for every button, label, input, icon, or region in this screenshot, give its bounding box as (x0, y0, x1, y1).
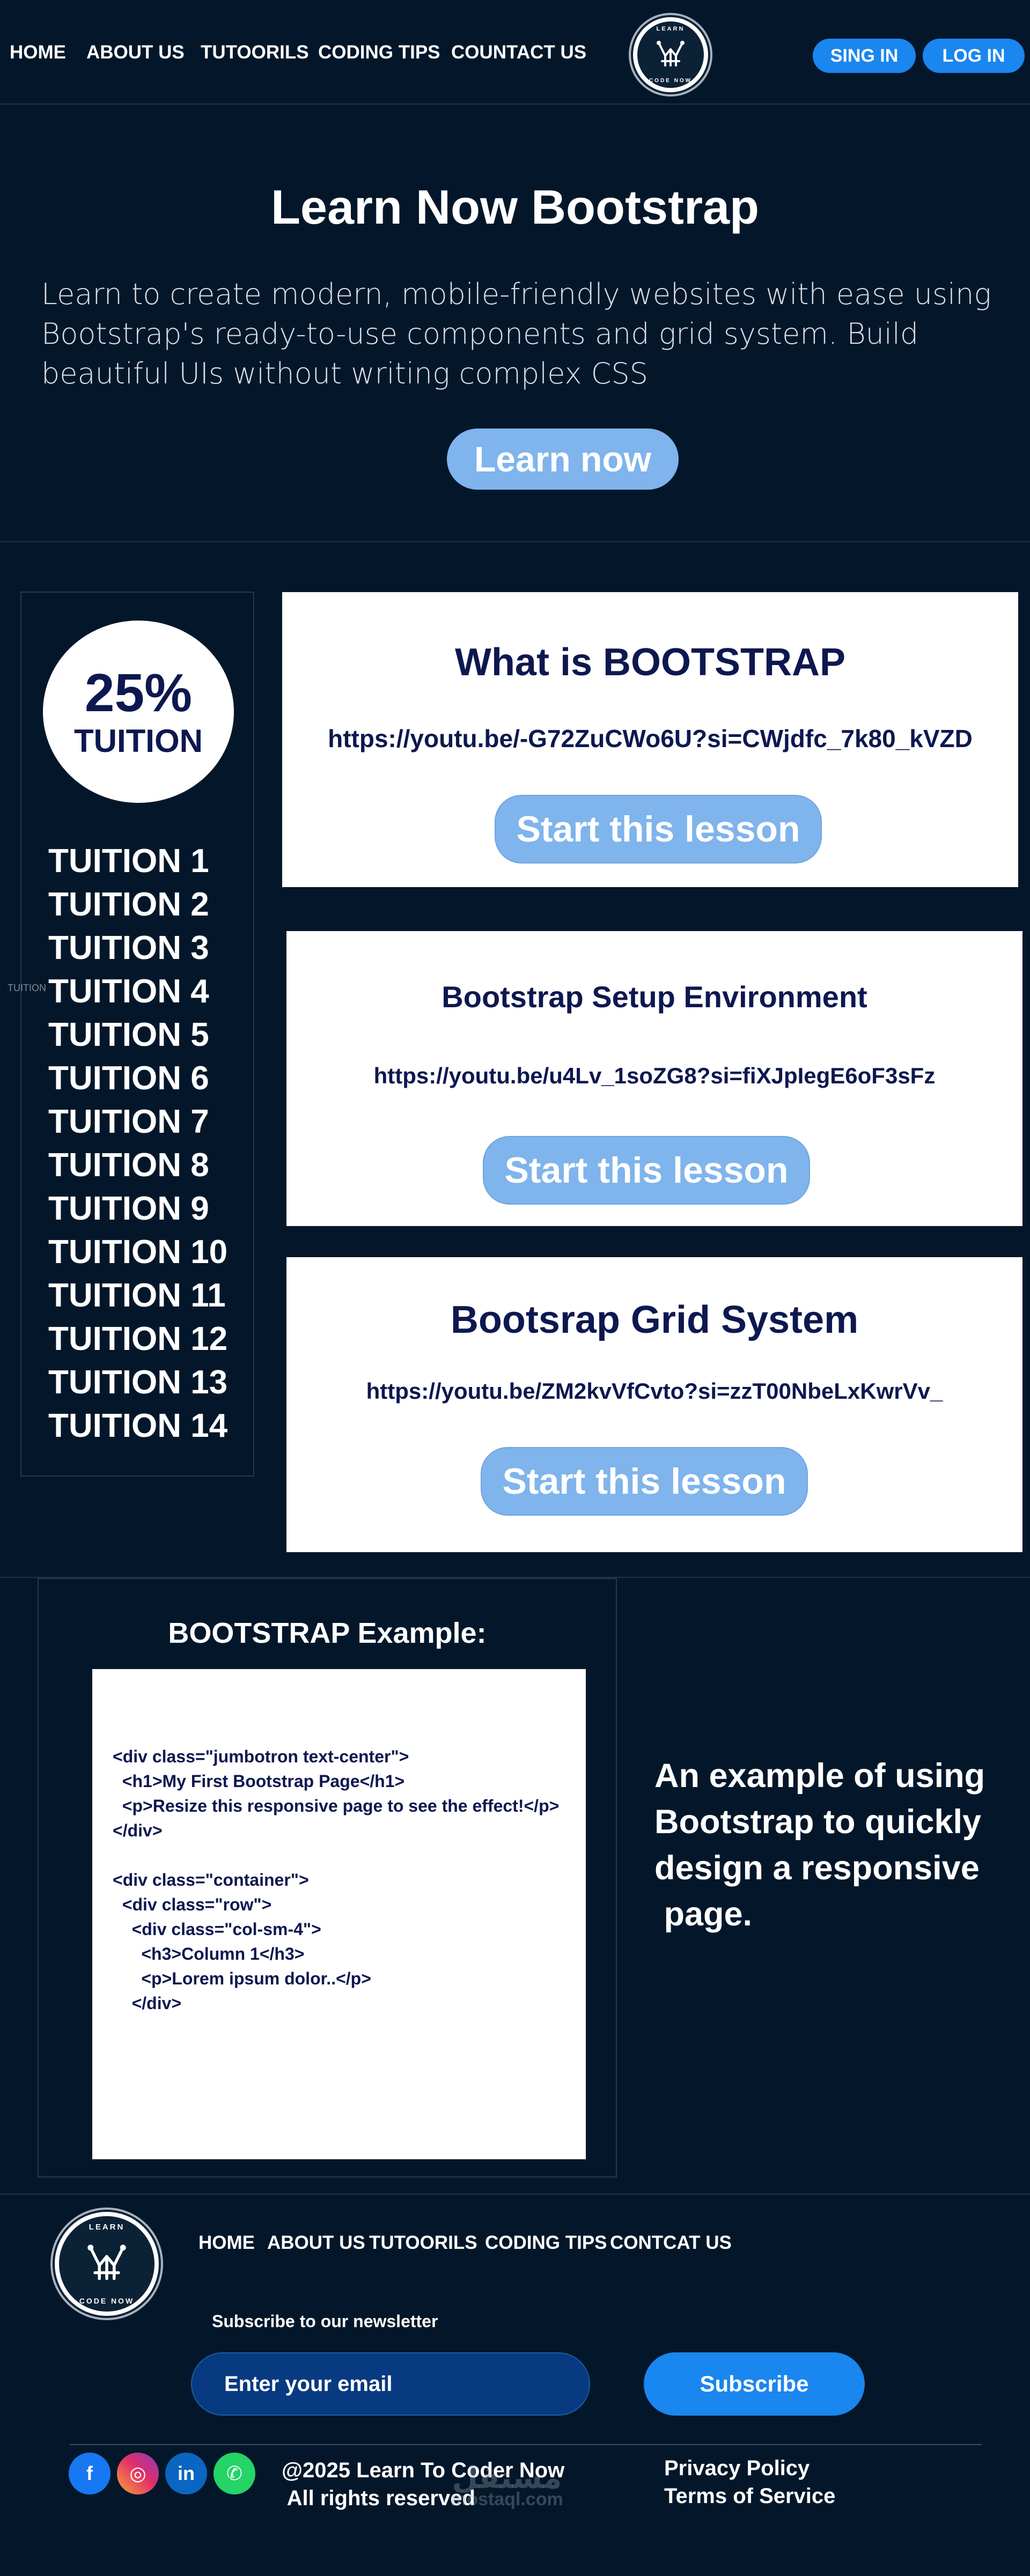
tuition-item[interactable]: TUITION 9 (48, 1190, 209, 1227)
footer-bottom-divider (70, 2444, 982, 2445)
lesson-card: What is BOOTSTRAP https://youtu.be/-G72Z… (282, 592, 1018, 887)
top-navbar: HOME ABOUT US TUTOORILS CODING TIPS COUN… (0, 0, 1030, 105)
tuition-tiny-label: TUITION (8, 983, 46, 993)
hero-section: Learn Now Bootstrap Learn to create mode… (0, 105, 1030, 542)
example-description: An example of using Bootstrap to quickly… (654, 1757, 985, 1933)
footer-about-link[interactable]: ABOUT US (267, 2232, 365, 2253)
lesson-url[interactable]: https://youtu.be/-G72ZuCWo6U?si=CWjdfc_7… (328, 725, 973, 752)
tuition-list: TUITION 1 TUITION 2 TUITION 3 TUITION 4 … (48, 839, 227, 1448)
subscribe-button[interactable]: Subscribe (644, 2352, 865, 2416)
tuition-item[interactable]: TUITION 11 (48, 1277, 226, 1314)
circuit-hand-icon (657, 41, 685, 67)
footer-logo[interactable]: LEARN CODE NOW (55, 2212, 159, 2316)
newsletter-email-input[interactable] (191, 2352, 590, 2416)
facebook-icon[interactable]: f (69, 2453, 111, 2494)
code-sample: <div class="jumbotron text-center"> <h1>… (113, 1747, 560, 2013)
linkedin-icon[interactable]: in (165, 2453, 207, 2494)
footer-contact-link[interactable]: CONTCAT US (610, 2232, 732, 2253)
start-lesson-button[interactable]: Start this lesson (483, 1136, 810, 1205)
watermark-arabic: مستقل (452, 2461, 562, 2494)
lesson-card: Bootsrap Grid System https://youtu.be/ZM… (286, 1257, 1022, 1552)
footer-logo-top-text: LEARN (89, 2223, 125, 2232)
tuition-item[interactable]: TUITION 3 (48, 929, 209, 966)
lesson-card: Bootstrap Setup Environment https://yout… (286, 931, 1022, 1226)
lesson-title: Bootstrap Setup Environment (442, 980, 867, 1014)
code-sample-box: <div class="jumbotron text-center"> <h1>… (92, 1669, 586, 2159)
nav-tutorials-link[interactable]: TUTOORILS (201, 42, 309, 63)
footer-coding-tips-link[interactable]: CODING TIPS (485, 2232, 607, 2253)
logo-bottom-text: CODE NOW (649, 78, 693, 84)
lesson-title: Bootsrap Grid System (450, 1298, 859, 1341)
nav-about-link[interactable]: ABOUT US (86, 42, 185, 63)
tuition-item[interactable]: TUITION 13 (48, 1364, 228, 1401)
nav-home-link[interactable]: HOME (10, 42, 66, 63)
start-lesson-button[interactable]: Start this lesson (495, 795, 822, 863)
hero-description: Learn to create modern, mobile-friendly … (41, 277, 991, 390)
footer-tutorials-link[interactable]: TUTOORILS (369, 2232, 477, 2253)
tuition-item[interactable]: TUITION 10 (48, 1234, 228, 1271)
lesson-url[interactable]: https://youtu.be/u4Lv_1soZG8?si=fiXJpIeg… (373, 1063, 936, 1088)
newsletter-label: Subscribe to our newsletter (212, 2312, 438, 2331)
nav-contact-link[interactable]: COUNTACT US (451, 42, 587, 63)
footer-divider (0, 2194, 1030, 2195)
watermark-domain: mostaql.com (451, 2489, 563, 2509)
tuition-item[interactable]: TUITION 2 (48, 886, 209, 923)
tuition-item[interactable]: TUITION 6 (48, 1060, 209, 1097)
copyright-text: @2025 Learn To Coder Now All rights rese… (282, 2459, 565, 2510)
whatsapp-icon[interactable]: ✆ (214, 2453, 255, 2494)
tuition-item[interactable]: TUITION 5 (48, 1016, 209, 1053)
privacy-policy-link[interactable]: Privacy Policy (664, 2456, 810, 2480)
progress-label: TUITION (74, 723, 203, 759)
lesson-url[interactable]: https://youtu.be/ZM2kvVfCvto?si=zzT00Nbe… (366, 1378, 943, 1404)
tuition-item[interactable]: TUITION 1 (48, 843, 209, 880)
lesson-title: What is BOOTSTRAP (454, 641, 845, 684)
instagram-icon[interactable]: ◎ (117, 2453, 159, 2494)
tuition-item[interactable]: TUITION 7 (48, 1103, 209, 1140)
start-lesson-button[interactable]: Start this lesson (481, 1447, 808, 1516)
example-title: BOOTSTRAP Example: (168, 1617, 487, 1649)
mostaql-watermark: مستقل mostaql.com (451, 2463, 563, 2510)
sign-in-button[interactable]: SING IN (813, 39, 916, 73)
tuition-item[interactable]: TUITION 14 (48, 1407, 228, 1444)
section-divider (0, 1577, 1030, 1578)
tuition-item[interactable]: TUITION 8 (48, 1147, 209, 1184)
progress-percent: 25% (84, 663, 193, 723)
tuition-sidebar: 25% TUITION TUITION 1 TUITION 2 TUITION … (20, 592, 254, 1477)
progress-circle: 25% TUITION (43, 621, 234, 803)
footer-logo-bottom-text: CODE NOW (79, 2297, 135, 2305)
footer-home-link[interactable]: HOME (198, 2232, 255, 2253)
learn-now-button[interactable]: Learn now (447, 429, 679, 490)
bootstrap-example-panel: BOOTSTRAP Example: <div class="jumbotron… (38, 1578, 617, 2178)
nav-coding-tips-link[interactable]: CODING TIPS (318, 42, 440, 63)
site-logo[interactable]: LEARN CODE NOW (633, 17, 708, 92)
circuit-hand-icon (87, 2245, 126, 2280)
log-in-button[interactable]: LOG IN (923, 39, 1025, 73)
logo-top-text: LEARN (656, 26, 685, 32)
terms-of-service-link[interactable]: Terms of Service (664, 2484, 836, 2508)
hero-title: Learn Now Bootstrap (270, 181, 760, 234)
tuition-item[interactable]: TUITION 12 (48, 1320, 228, 1357)
tuition-item[interactable]: TUITION 4 (48, 973, 209, 1010)
